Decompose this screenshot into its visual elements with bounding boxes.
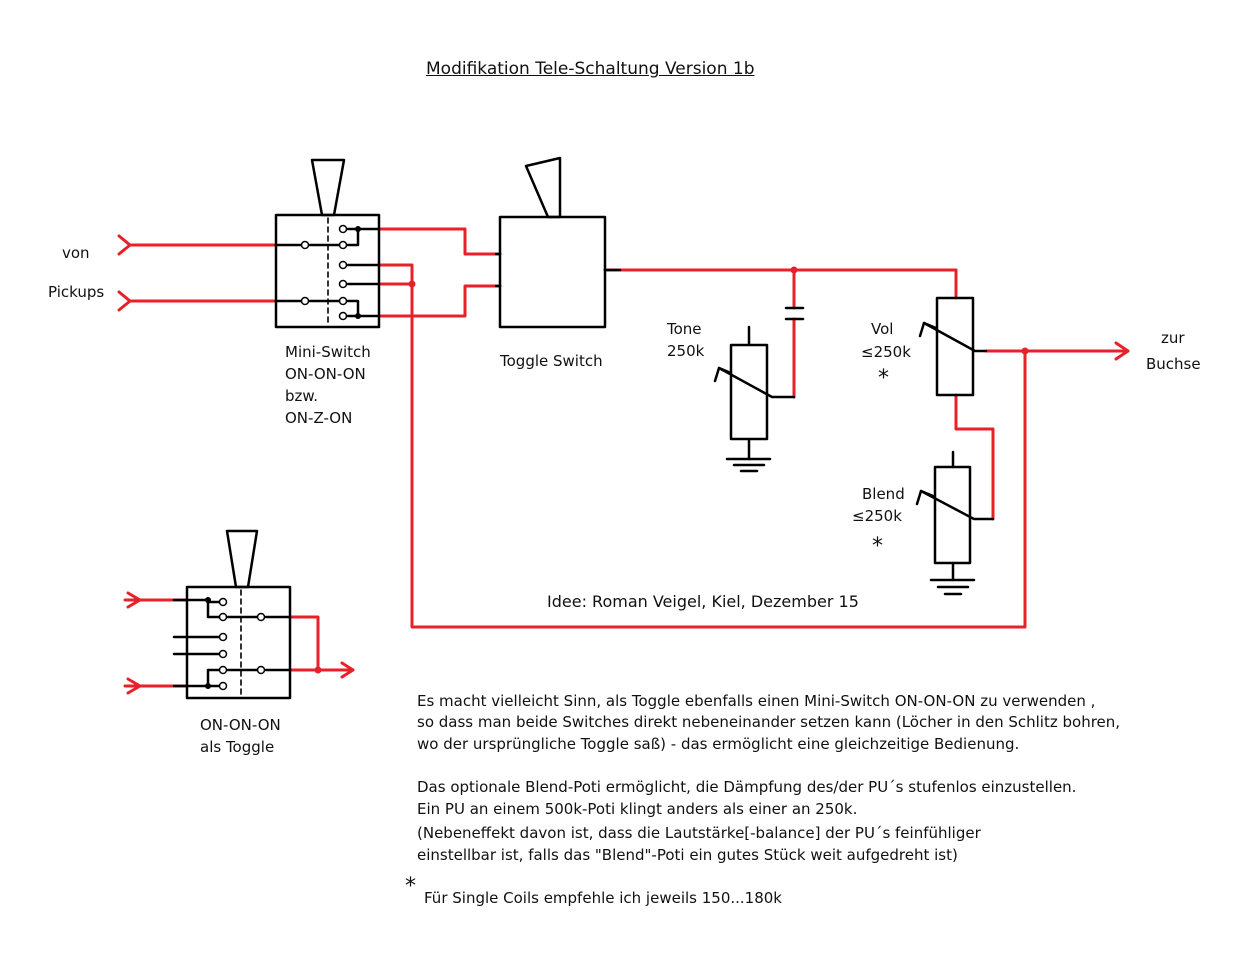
input-label-von: von xyxy=(62,244,90,262)
toggle-lever xyxy=(524,156,562,219)
blend-value: ≤250k xyxy=(852,507,902,525)
tone-label: Tone xyxy=(667,320,702,338)
note-p1-line1: Es macht vielleicht Sinn, als Toggle ebe… xyxy=(417,692,1096,710)
footnote-star: * xyxy=(405,874,416,899)
tone-capacitor xyxy=(784,306,805,321)
note-p2-line4: einstellbar ist, falls das "Blend"-Poti … xyxy=(417,846,958,864)
output-arrow xyxy=(1114,341,1130,361)
toggle-switch-label: Toggle Switch xyxy=(500,352,603,370)
diagram-title: Modifikation Tele-Schaltung Version 1b xyxy=(426,59,755,79)
alt-switch xyxy=(172,529,292,700)
input-arrow-2 xyxy=(117,290,132,312)
blend-pot xyxy=(915,450,995,596)
blend-star: * xyxy=(872,534,883,559)
note-p1-line2: so dass man beide Switches direkt nebene… xyxy=(417,713,1121,731)
red-wires xyxy=(117,227,1130,695)
alt-switch-label-2: als Toggle xyxy=(200,738,275,756)
input-label-pickups: Pickups xyxy=(48,283,105,301)
footnote-text: Für Single Coils empfehle ich jeweils 15… xyxy=(424,889,782,907)
mini-switch xyxy=(274,158,381,329)
mini-switch-label-4: ON-Z-ON xyxy=(285,409,353,427)
vol-pot xyxy=(918,296,988,397)
note-p1-line3: wo der ursprüngliche Toggle saß) - das e… xyxy=(417,735,1020,753)
alt-switch-lever xyxy=(225,529,259,589)
output-label-zur: zur xyxy=(1161,329,1185,347)
mini-switch-label-2: ON-ON-ON xyxy=(285,365,366,383)
credit-line: Idee: Roman Veigel, Kiel, Dezember 15 xyxy=(547,592,859,611)
vol-star: * xyxy=(878,366,889,391)
output-label-buchse: Buchse xyxy=(1146,355,1201,373)
vol-label: Vol xyxy=(871,320,894,338)
toggle-switch xyxy=(494,156,622,329)
blend-label: Blend xyxy=(862,485,905,503)
mini-switch-label-3: bzw. xyxy=(285,387,319,405)
input-arrow-1 xyxy=(117,234,132,256)
mini-switch-lever xyxy=(310,158,346,217)
note-p2-line3: (Nebeneffekt davon ist, dass die Lautstä… xyxy=(417,824,981,842)
tone-pot xyxy=(713,325,796,473)
mini-switch-label-1: Mini-Switch xyxy=(285,343,371,361)
vol-value: ≤250k xyxy=(861,343,911,361)
tone-value: 250k xyxy=(667,342,705,360)
note-p2-line1: Das optionale Blend-Poti ermöglicht, die… xyxy=(417,778,1077,796)
alt-switch-label-1: ON-ON-ON xyxy=(200,716,281,734)
note-p2-line2: Ein PU an einem 500k-Poti klingt anders … xyxy=(417,800,858,818)
